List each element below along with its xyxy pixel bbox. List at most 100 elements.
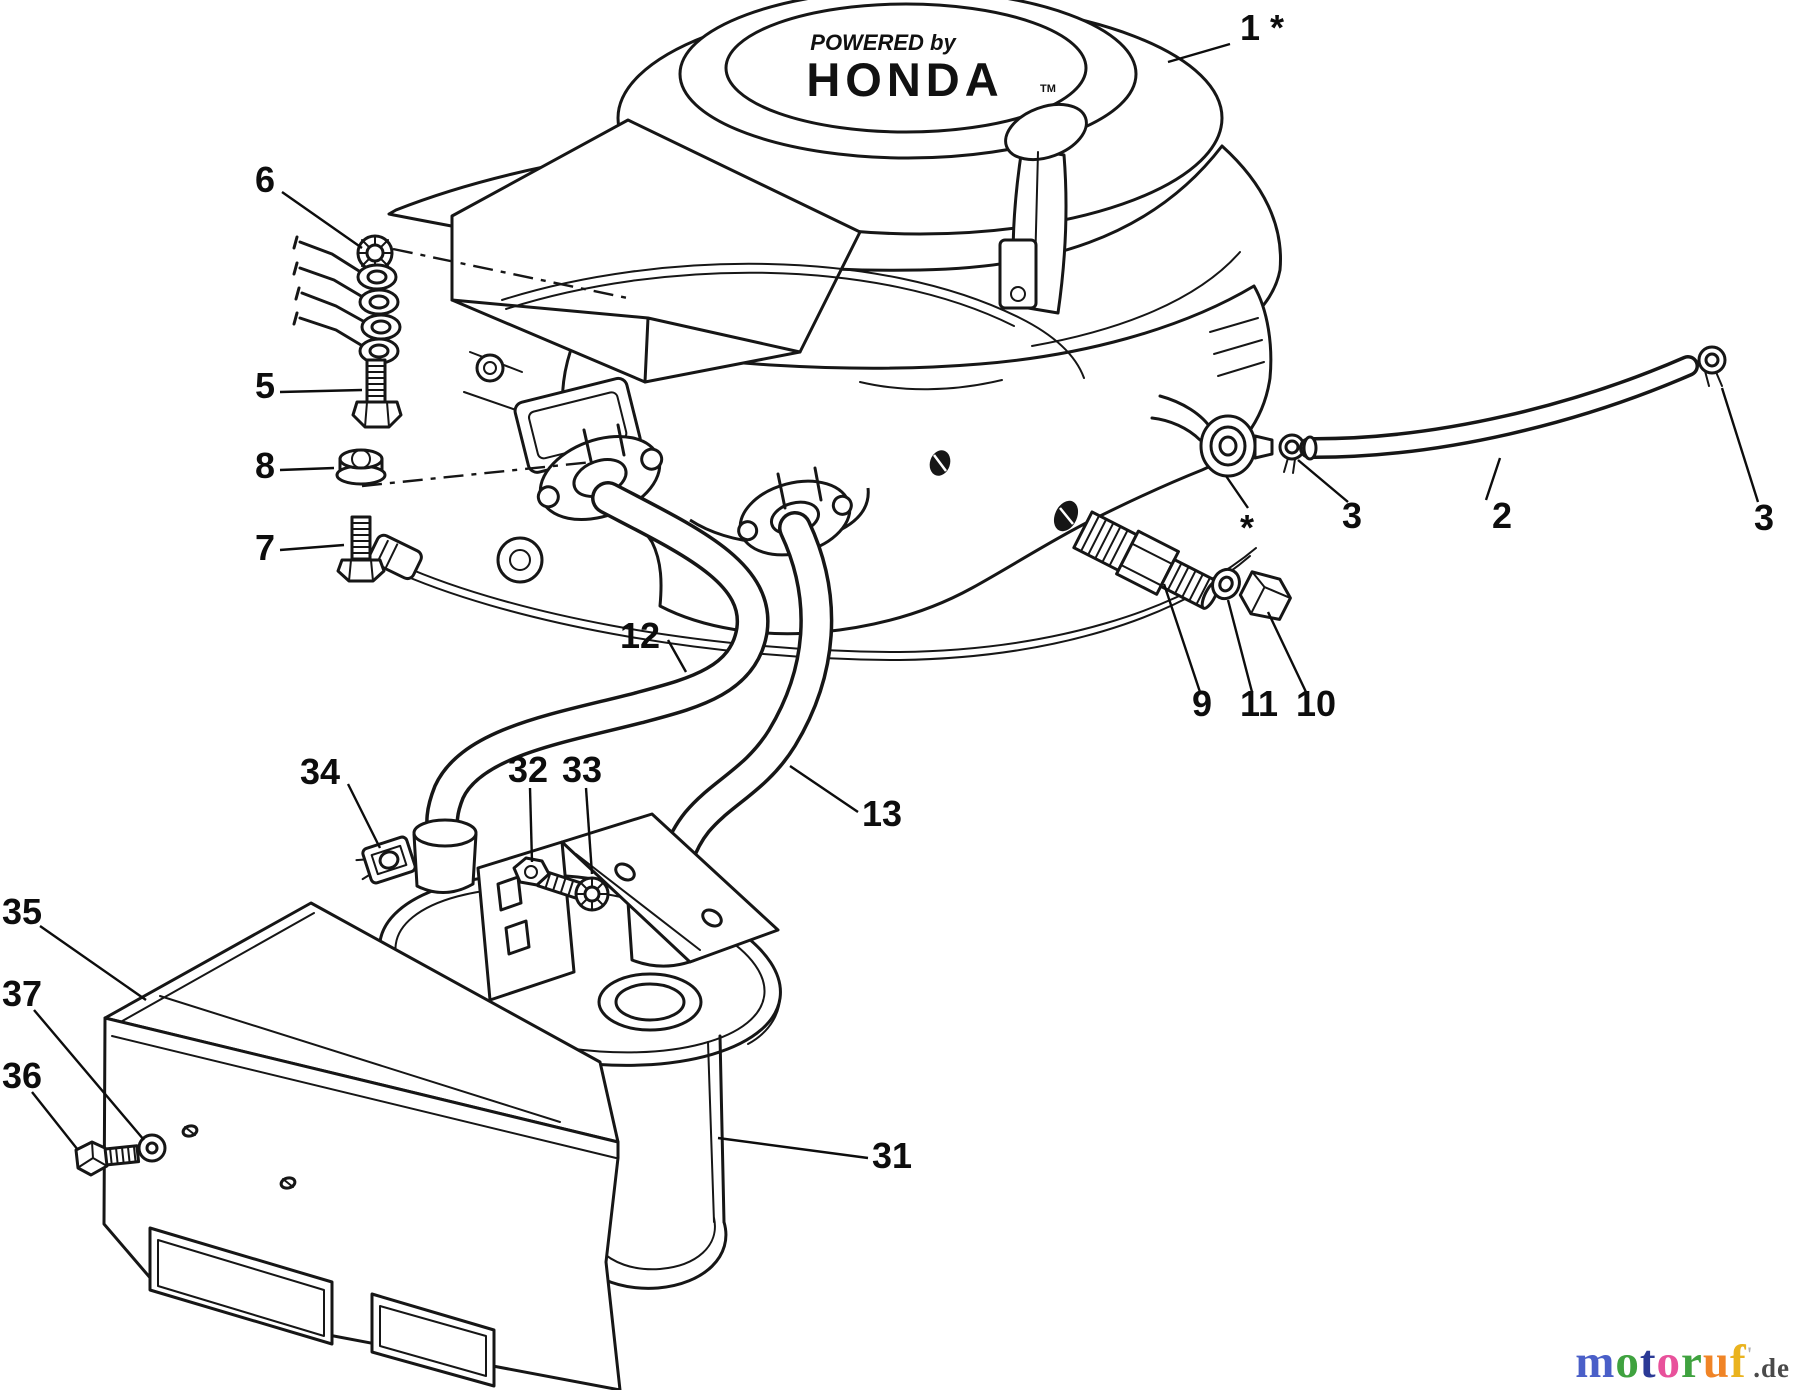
- fuel-outlet-grommet: [1150, 394, 1274, 478]
- ring-terminal: [360, 313, 402, 341]
- shield-bolt: [74, 1140, 141, 1177]
- watermark: motoruf'.de: [1575, 1339, 1790, 1386]
- screw-hole: [181, 1124, 199, 1138]
- leader-line-8: [279, 466, 335, 472]
- ring-terminal: [356, 263, 398, 291]
- bracket-bolt: [512, 856, 583, 900]
- part-label-11: 11: [1240, 683, 1278, 724]
- part-label-3b: 3: [1754, 497, 1774, 538]
- watermark-letter: m: [1575, 1336, 1616, 1388]
- part-label-9: 9: [1192, 683, 1212, 724]
- wire-lead: [292, 311, 363, 347]
- leader-line-12: [666, 639, 688, 673]
- engine-assembly: POWERED by HONDA TM: [368, 0, 1727, 661]
- hose-clamp-right: [1697, 345, 1727, 387]
- honda-badge: POWERED by HONDA TM: [806, 30, 1056, 106]
- leader-line-11: [1226, 599, 1254, 693]
- leader-line-3b: [1720, 387, 1760, 503]
- hose-clamp-left: [1278, 433, 1306, 474]
- leader-line-star: [1225, 475, 1249, 509]
- flange-nut: [335, 448, 387, 486]
- part-label-37: 37: [2, 973, 42, 1014]
- throttle-lever: [998, 102, 1088, 315]
- cooling-fins: [1209, 317, 1265, 377]
- hose-barb: [1253, 434, 1274, 460]
- serrated-washer: [574, 876, 610, 912]
- wire-lead: [292, 235, 361, 273]
- muffler-body-edge: [718, 1034, 726, 1224]
- wire-terminal-stack: [292, 234, 403, 583]
- shield-washer: [137, 1133, 167, 1163]
- float-bowl: [496, 536, 544, 584]
- watermark-mark: ': [1746, 1343, 1754, 1366]
- leader-line-2: [1484, 457, 1502, 501]
- heat-shield: [74, 901, 622, 1390]
- leader-line-36: [31, 1091, 79, 1151]
- drain-plug: [1238, 570, 1292, 621]
- oil-drain-fitting: [1072, 510, 1220, 610]
- hose-end-opening: [1302, 435, 1318, 461]
- leader-line-3a: [1297, 459, 1349, 503]
- tm-mark: TM: [1040, 83, 1056, 95]
- watermark-letter: u: [1702, 1336, 1731, 1388]
- part-label-10: 10: [1296, 683, 1336, 724]
- leader-line-1: [1167, 42, 1231, 64]
- leader-line-33: [584, 787, 594, 875]
- control-cable-lower: [389, 547, 1257, 653]
- part-label-5: 5: [255, 365, 275, 406]
- screw-hole: [279, 1176, 297, 1190]
- leader-line-7: [279, 543, 345, 552]
- mounting-bolt: [336, 515, 386, 583]
- part-label-7: 7: [255, 527, 275, 568]
- part-label-33: 33: [562, 749, 602, 790]
- control-cable-upper: [501, 262, 1085, 379]
- part-label-12: 12: [620, 615, 660, 656]
- leader-line-9: [1162, 583, 1202, 693]
- watermark-letter: t: [1639, 1336, 1657, 1388]
- watermark-letter: o: [1656, 1336, 1682, 1388]
- part-label-6: 6: [255, 159, 275, 200]
- part-label-1: 1 *: [1240, 7, 1284, 48]
- watermark-letter: o: [1615, 1336, 1640, 1388]
- part-label-35: 35: [2, 891, 42, 932]
- wire-lead: [292, 261, 363, 298]
- terminal-bolt: [351, 358, 403, 429]
- ring-terminal: [358, 288, 400, 316]
- leader-line-37: [33, 1009, 145, 1141]
- leader-line-6: [281, 191, 363, 249]
- part-label-36: 36: [2, 1055, 42, 1096]
- leader-line-31: [717, 1136, 869, 1160]
- part-label-13: 13: [862, 793, 902, 834]
- part-label-32: 32: [508, 749, 548, 790]
- part-label-34: 34: [300, 751, 340, 792]
- watermark-suffix: .de: [1753, 1353, 1790, 1383]
- alignment-line: [361, 460, 593, 488]
- leader-line-10: [1266, 611, 1308, 693]
- watermark-letter: r: [1681, 1336, 1703, 1388]
- cable-boot: [368, 533, 423, 581]
- watermark-letter: f: [1730, 1336, 1747, 1388]
- shield-foot: [370, 1292, 496, 1388]
- exhaust-pipe-left: [425, 481, 770, 851]
- part-label-31: 31: [872, 1135, 912, 1176]
- leader-line-5: [279, 388, 363, 394]
- leader-line-35: [39, 925, 147, 1001]
- ring-terminal: [358, 337, 400, 365]
- honda-badge-plate: [724, 2, 1088, 134]
- leader-line-34: [346, 783, 382, 849]
- part-label-8: 8: [255, 445, 275, 486]
- fuel-hose: [1299, 355, 1699, 460]
- part-label-3a: 3: [1342, 495, 1362, 536]
- leader-line-32: [528, 787, 534, 863]
- wire-lead: [294, 286, 365, 323]
- honda-text: HONDA: [806, 53, 1003, 106]
- clip-nut: [355, 835, 417, 885]
- sealing-washer: [1211, 567, 1241, 601]
- powered-by-text: POWERED by: [810, 30, 957, 55]
- shield-foot: [148, 1226, 334, 1346]
- leader-line-13: [789, 765, 859, 813]
- part-label-star: *: [1240, 507, 1254, 548]
